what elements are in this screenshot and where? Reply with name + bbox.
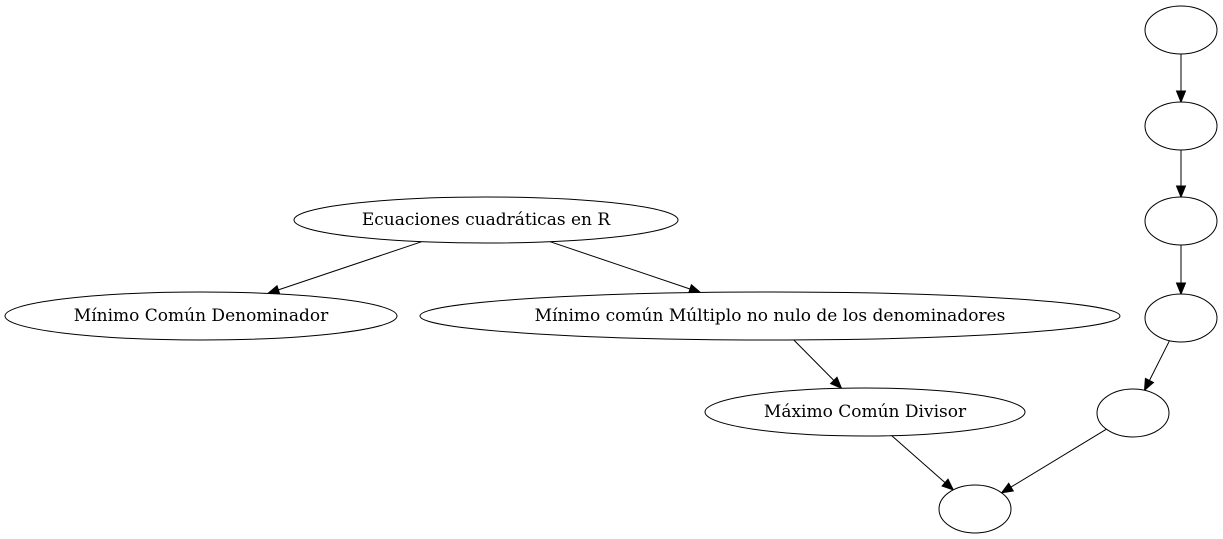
arrowhead-icon [1175, 90, 1187, 104]
arrowhead-icon [266, 284, 281, 295]
arrowhead-icon [1175, 282, 1187, 296]
node-shape [4, 291, 398, 341]
arrowhead-icon [1000, 482, 1015, 494]
edge-n_c1-to-n_c2 [1175, 54, 1187, 104]
node-maximo-comun-divisor: Máximo Común Divisor [704, 387, 1026, 437]
node-label: Máximo Común Divisor [764, 402, 967, 422]
arrowhead-icon [829, 376, 843, 390]
node-unlabeled-chain-2 [1144, 101, 1218, 151]
node-shape [1144, 101, 1218, 151]
node-unlabeled-chain-4 [1144, 293, 1218, 343]
edge-line [891, 435, 946, 483]
node-shape [1144, 5, 1218, 55]
edge-line [1010, 428, 1107, 488]
edge-n_ecuaciones-to-n_mcd_den [266, 241, 422, 295]
nodes-layer: Ecuaciones cuadráticas en R Mínimo Común … [4, 5, 1218, 534]
node-unlabeled-chain-5 [1096, 388, 1170, 438]
node-shape [293, 196, 679, 244]
edge-line [1149, 340, 1170, 381]
node-minimo-comun-denominador: Mínimo Común Denominador [4, 291, 398, 341]
node-shape [1144, 196, 1218, 246]
edge-line [793, 339, 835, 381]
edge-n_c2-to-n_c3 [1175, 150, 1187, 199]
edge-n_mcdiv-to-n_sink [891, 435, 955, 491]
arrowhead-icon [1143, 377, 1155, 392]
node-shape [1144, 293, 1218, 343]
arrowhead-icon [1175, 185, 1187, 199]
node-ecuaciones-cuadraticas: Ecuaciones cuadráticas en R [293, 196, 679, 244]
node-unlabeled-chain-3 [1144, 196, 1218, 246]
node-unlabeled-chain-1 [1144, 5, 1218, 55]
node-shape [938, 484, 1012, 534]
edge-n_ecuaciones-to-n_mcm [549, 241, 702, 294]
node-unlabeled-sink [938, 484, 1012, 534]
node-label: Mínimo común Múltiplo no nulo de los den… [535, 306, 1006, 326]
edge-line [549, 241, 691, 290]
edge-line [278, 241, 422, 291]
edges-layer [266, 54, 1187, 494]
edge-n_c3-to-n_c4 [1175, 245, 1187, 296]
arrowhead-icon [687, 283, 702, 294]
node-label: Ecuaciones cuadráticas en R [362, 210, 612, 230]
node-minimo-comun-multiplo: Mínimo común Múltiplo no nulo de los den… [419, 291, 1121, 341]
node-shape [704, 387, 1026, 437]
edge-n_c5-to-n_sink [1000, 428, 1107, 494]
edge-n_mcm-to-n_mcdiv [793, 339, 843, 390]
edge-n_c4-to-n_c5 [1143, 340, 1170, 392]
node-shape [1096, 388, 1170, 438]
node-label: Mínimo Común Denominador [74, 306, 329, 326]
node-shape [419, 291, 1121, 341]
arrowhead-icon [941, 478, 955, 491]
